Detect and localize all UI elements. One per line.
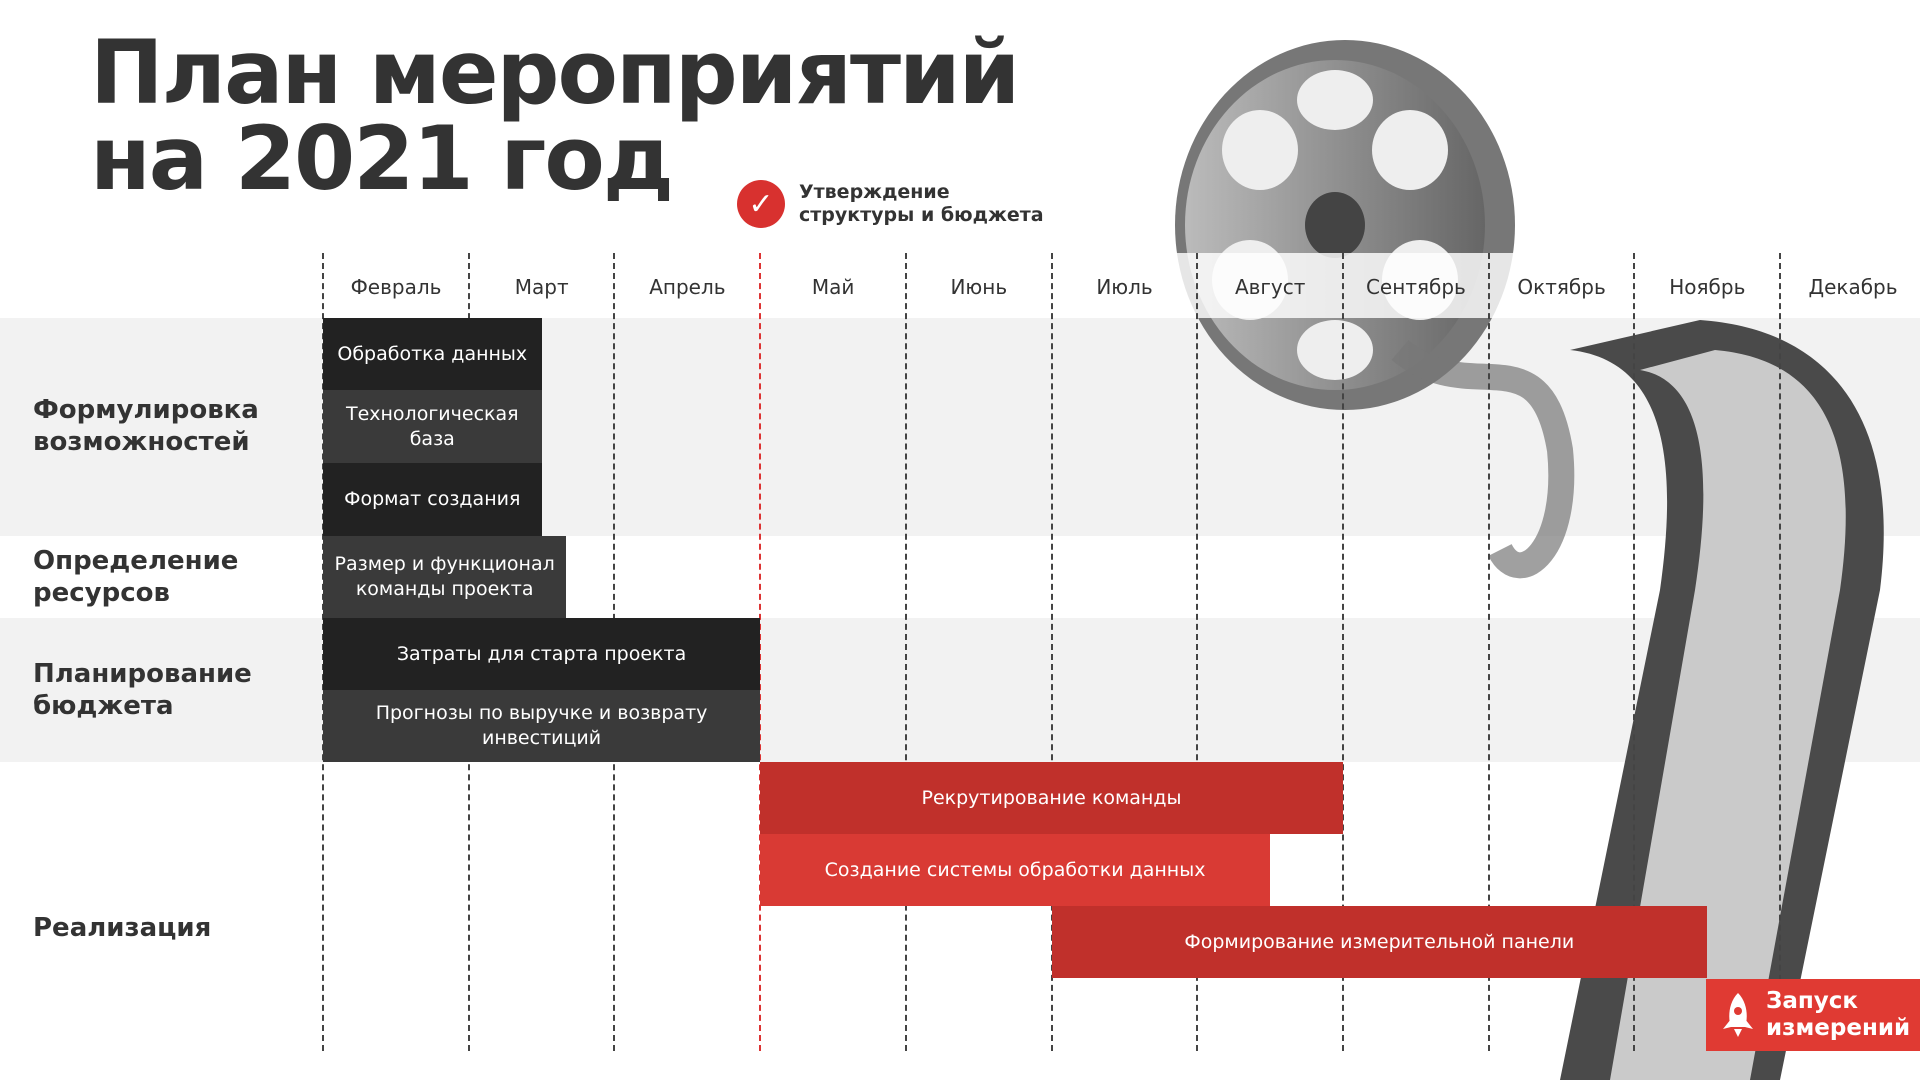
task-bar[interactable]: Обработка данных — [323, 318, 542, 390]
task-bar[interactable]: Формирование измерительной панели — [1051, 906, 1708, 978]
launch-measurements-badge: Запуск измерений — [1706, 979, 1920, 1051]
task-bar[interactable]: Размер и функционал команды проекта — [323, 536, 567, 618]
milestone-approval: ✓ Утверждение структуры и бюджета — [737, 180, 1044, 228]
task-bar[interactable]: Создание системы обработки данных — [760, 834, 1271, 906]
month-label: Август — [1234, 275, 1306, 299]
task-bar[interactable]: Технологическая база — [323, 390, 542, 463]
month-label: Сентябрь — [1365, 275, 1466, 299]
check-icon: ✓ — [737, 180, 785, 228]
month-label: Июль — [1096, 275, 1153, 299]
film-reel-illustration — [1175, 40, 1884, 1080]
month-divider — [1050, 253, 1053, 1051]
month-label: Декабрь — [1808, 275, 1898, 299]
month-divider — [1633, 253, 1636, 1051]
month-divider — [1779, 253, 1781, 1051]
month-divider — [904, 253, 907, 1051]
task-bar[interactable]: Формат создания — [323, 463, 542, 536]
page-title: План мероприятий на 2021 год — [90, 21, 1020, 210]
task-bar[interactable]: Прогнозы по выручке и возврату инвестици… — [323, 690, 761, 762]
task-bar[interactable]: Затраты для старта проекта — [323, 618, 761, 690]
month-divider — [1196, 253, 1199, 1051]
milestone-line-2: структуры и бюджета — [799, 204, 1044, 226]
month-header-row — [0, 253, 1920, 318]
rocket-icon — [1723, 993, 1753, 1037]
month-label: Апрель — [649, 275, 726, 299]
task-bar[interactable]: Рекрутирование команды — [760, 762, 1343, 834]
launch-line-2: измерений — [1766, 1015, 1911, 1041]
section-band-3 — [0, 618, 1920, 762]
month-label: Февраль — [350, 275, 442, 299]
title-line-2: на 2021 год — [90, 107, 674, 210]
month-label: Май — [811, 275, 855, 299]
section-label-implementation: Реализация — [33, 913, 212, 943]
launch-line-1: Запуск — [1766, 988, 1858, 1014]
month-divider — [759, 253, 762, 1051]
month-divider — [1487, 253, 1490, 1051]
month-label: Июнь — [950, 275, 1008, 299]
month-label: Октябрь — [1517, 275, 1606, 299]
month-label: Март — [514, 275, 569, 299]
title-line-1: План мероприятий — [90, 21, 1020, 124]
month-divider — [1341, 253, 1344, 1051]
milestone-line-1: Утверждение — [799, 181, 950, 203]
month-label: Ноябрь — [1669, 275, 1746, 299]
reel-icon — [1175, 40, 1515, 410]
